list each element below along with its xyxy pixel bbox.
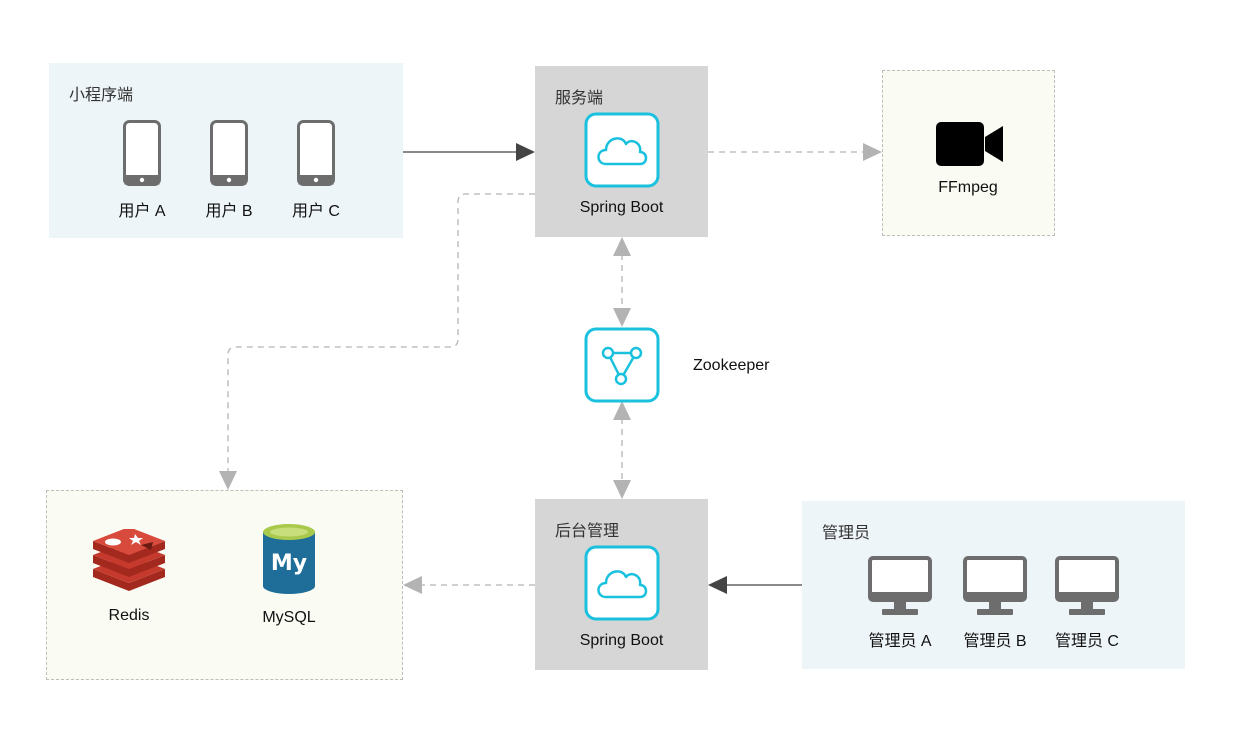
backend-title: 后台管理	[555, 523, 620, 540]
admin-a-label: 管理员 A	[868, 633, 932, 650]
smartphone-icon	[297, 120, 335, 186]
user-b-label: 用户 B	[205, 203, 253, 220]
arrow-admins-to-backend	[708, 576, 802, 594]
zookeeper-icon	[584, 327, 660, 403]
admin-b-label: 管理员 B	[963, 633, 1027, 650]
arrow-server-to-storage	[219, 193, 535, 490]
arrow-server-zookeeper	[613, 237, 631, 327]
cloud-icon	[584, 112, 660, 188]
ffmpeg-label: FFmpeg	[938, 179, 998, 196]
smartphone-icon	[123, 120, 161, 186]
backend-framework-label: Spring Boot	[579, 632, 664, 649]
miniprogram-group: 小程序端 用户 A 用户 B 用户 C	[49, 63, 403, 238]
smartphone-icon	[210, 120, 248, 186]
arrow-backend-to-storage	[403, 576, 535, 594]
server-group: 服务端 Spring Boot	[535, 66, 708, 237]
mysql-label: MySQL	[262, 609, 316, 626]
user-a-label: 用户 A	[118, 203, 166, 220]
storage-group: Redis My MySQL	[46, 490, 403, 680]
zookeeper-label: Zookeeper	[693, 357, 770, 374]
backend-group: 后台管理 Spring Boot	[535, 499, 708, 670]
redis-label: Redis	[108, 607, 150, 624]
mysql-database-icon: My	[263, 524, 315, 594]
arrow-server-to-ffmpeg	[708, 143, 882, 161]
arrow-miniprogram-to-server	[403, 143, 535, 161]
ffmpeg-group: FFmpeg	[882, 70, 1055, 236]
redis-logo-icon	[93, 529, 165, 591]
server-title: 服务端	[555, 90, 604, 107]
video-camera-icon	[936, 122, 1003, 166]
user-c-label: 用户 C	[291, 203, 340, 220]
monitor-icon	[963, 556, 1027, 615]
monitor-icon	[868, 556, 932, 615]
mysql-logo-text: My	[271, 551, 307, 576]
monitor-icon	[1055, 556, 1119, 615]
admins-group: 管理员 管理员 A 管理员 B 管理员 C	[802, 501, 1185, 669]
arrow-zookeeper-backend	[613, 401, 631, 499]
server-framework-label: Spring Boot	[579, 199, 664, 216]
cloud-icon	[584, 545, 660, 621]
admin-c-label: 管理员 C	[1054, 633, 1119, 650]
miniprogram-title: 小程序端	[69, 87, 134, 104]
admins-title: 管理员	[822, 525, 871, 542]
